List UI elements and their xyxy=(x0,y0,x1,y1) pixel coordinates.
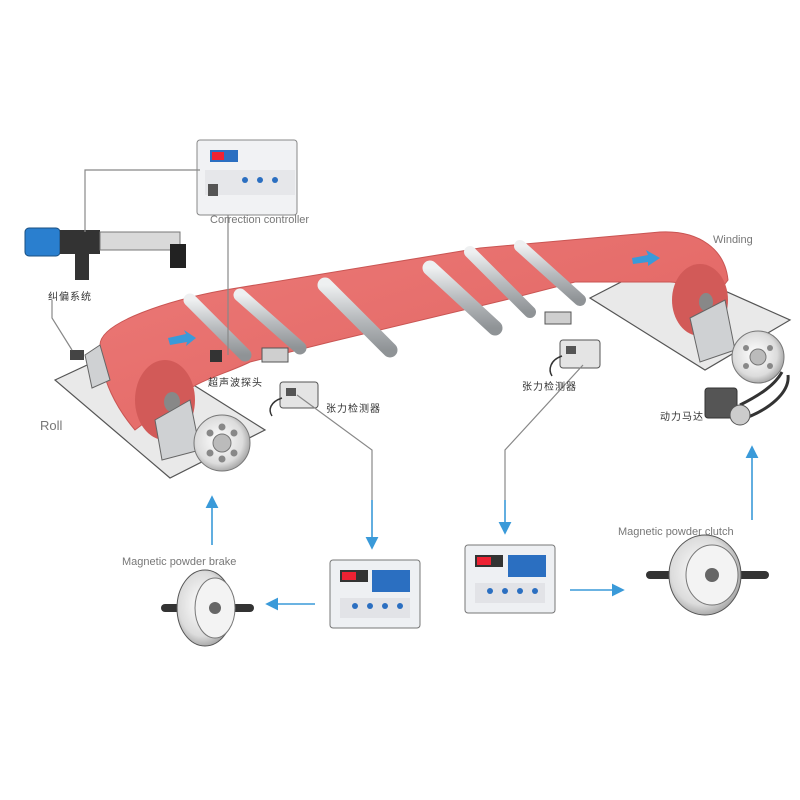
tension-sensor-unit-right xyxy=(549,339,601,377)
roller xyxy=(464,246,536,318)
arrow-right-icon xyxy=(168,330,196,346)
brake-label: Magnetic powder brake xyxy=(122,556,237,568)
tension-sensor-right-label: 张力检测器 xyxy=(522,382,577,393)
tension-controller-left xyxy=(329,559,421,629)
unwind-stand xyxy=(84,344,201,461)
magnetic-powder-clutch xyxy=(646,534,769,616)
roller xyxy=(233,288,307,355)
winding-roll xyxy=(672,264,736,363)
unwind-brake-disc xyxy=(193,414,251,472)
guide-rollers xyxy=(183,240,586,362)
power-motor xyxy=(704,387,751,426)
tension-sensor-mount-right xyxy=(544,311,572,325)
magnetic-powder-brake xyxy=(161,569,254,647)
arrow-right-icon xyxy=(632,250,660,266)
roll-label: Roll xyxy=(40,418,63,433)
ultrasonic-probe-label: 超声波探头 xyxy=(208,378,263,389)
winding-label: Winding xyxy=(713,234,753,246)
roller xyxy=(183,293,252,362)
correction-controller-unit xyxy=(196,139,298,216)
tension-sensor-left-label: 张力检测器 xyxy=(326,404,381,415)
tension-sensor-unit-left xyxy=(269,381,319,417)
power-motor-label: 动力马达 xyxy=(660,412,704,423)
correction-system-label: 纠偏系统 xyxy=(48,292,92,303)
roller xyxy=(514,240,586,306)
correction-sensor-box xyxy=(70,350,84,360)
winding-clutch-disc xyxy=(731,330,785,384)
tension-sensor-mount-left xyxy=(261,347,289,363)
correction-actuator xyxy=(24,227,186,280)
roller xyxy=(317,277,398,358)
signal-wires xyxy=(51,169,584,500)
correction-controller-label: Correction controller xyxy=(210,214,310,226)
roller xyxy=(422,260,503,336)
tension-controller-right xyxy=(464,544,556,614)
ultrasonic-probe xyxy=(210,350,222,362)
arrow-icon xyxy=(205,445,759,611)
clutch-label: Magnetic powder clutch xyxy=(618,526,734,538)
